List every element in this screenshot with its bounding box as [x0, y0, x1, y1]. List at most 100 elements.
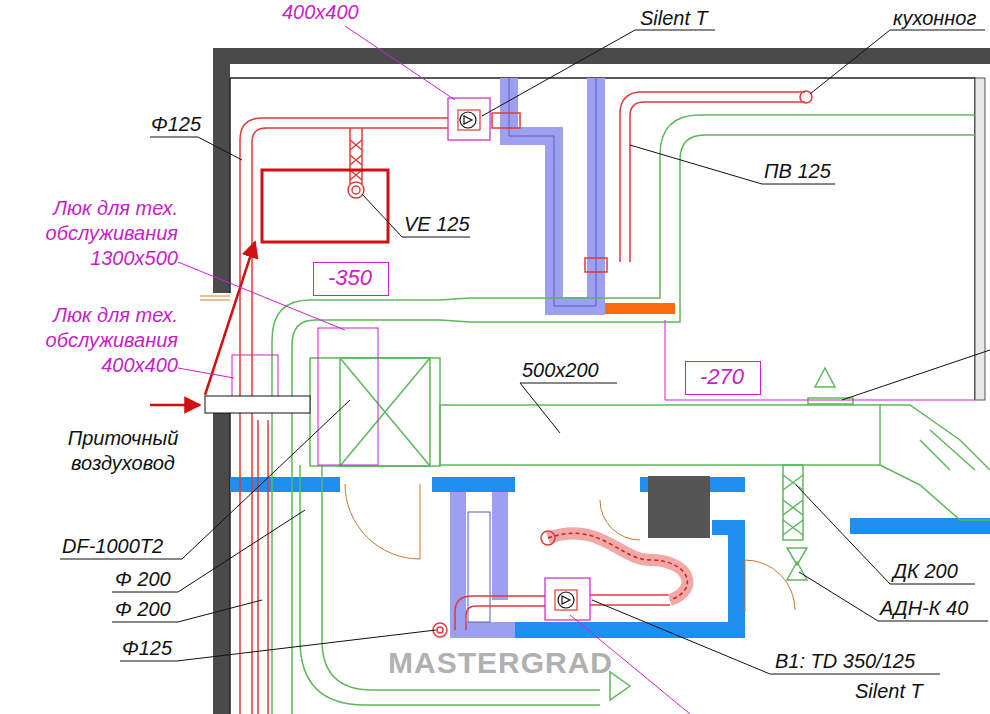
- unit-model: DF-1000T2: [62, 534, 163, 559]
- red-ducts-part: [492, 113, 520, 128]
- walls: [200, 48, 990, 714]
- duct-diameter: Φ125: [151, 112, 201, 137]
- leader-lines-part: [482, 30, 715, 116]
- fan-units-part: [558, 592, 574, 608]
- green-ducts-part: [340, 358, 430, 466]
- green-ducts-part: [920, 430, 975, 470]
- fan-units-part: [464, 116, 472, 124]
- red-ducts-part: [541, 531, 555, 545]
- valve-model: ПВ 125: [764, 159, 831, 184]
- walls-part: [213, 48, 990, 64]
- level-mark-box: -350: [313, 262, 389, 296]
- fan-units-part: [460, 112, 476, 128]
- watermark: MASTERGRAD: [388, 644, 613, 682]
- level-mark: -350: [328, 265, 374, 291]
- red-ducts: [240, 91, 812, 714]
- partitions-part: [728, 520, 745, 638]
- supply-inlet-part: [262, 170, 388, 242]
- doors-part: [745, 560, 795, 612]
- leader-lines-part: [796, 485, 975, 584]
- hatch-note: Люк для тех. обслуживания 400x400: [18, 303, 178, 378]
- fan-model: Silent T: [855, 679, 923, 704]
- diffuser-model: АДН-К 40: [880, 596, 968, 621]
- leader-lines-part: [520, 383, 617, 433]
- magenta-outlines-part: [665, 320, 975, 400]
- supply-inlet-part: [205, 242, 255, 395]
- hatch-leaders-part: [178, 368, 234, 378]
- walls-part: [200, 296, 230, 300]
- partitions-part: [458, 492, 515, 630]
- green-ducts-part: [610, 672, 630, 700]
- fan-model: Silent T: [640, 6, 708, 31]
- duct-diameter: Φ 200: [115, 597, 171, 622]
- partitions-part: [648, 476, 710, 538]
- duct-diameter: Φ125: [122, 636, 172, 661]
- fan-units-part: [555, 590, 577, 610]
- hatch-note: Люк для тех. обслуживания 1300x500: [18, 196, 178, 271]
- green-ducts-part: [272, 115, 975, 714]
- leader-lines-part: [60, 400, 350, 559]
- partitions-part: [515, 622, 745, 638]
- doors: [345, 484, 795, 612]
- fan-units-part: [448, 98, 490, 140]
- green-ducts: [272, 115, 990, 714]
- room-name: кухонног: [893, 6, 976, 31]
- walls-part: [213, 408, 230, 714]
- walls-part: [230, 78, 975, 400]
- doors-part: [345, 484, 420, 559]
- duct-name: Приточный воздуховод: [48, 426, 198, 476]
- partitions-part: [230, 477, 340, 492]
- leader-lines-part: [362, 194, 470, 237]
- valve-model: ДК 200: [893, 559, 958, 584]
- red-ducts-part: [455, 596, 545, 630]
- red-ducts-part: [800, 91, 812, 103]
- red-ducts-part: [258, 420, 268, 714]
- leader-lines-part: [842, 350, 990, 400]
- leader-lines-part: [630, 145, 835, 184]
- fan-units-part: [458, 110, 480, 130]
- green-ducts-part: [880, 405, 990, 520]
- red-ducts-part: [585, 258, 607, 272]
- fan-units-part: [562, 596, 570, 604]
- doors-part: [600, 500, 640, 540]
- green-ducts-part: [440, 405, 880, 465]
- walls-part: [213, 48, 230, 293]
- hatch-size: 400x400: [282, 0, 359, 25]
- red-ducts-part: [352, 186, 360, 194]
- leader-lines-part: [810, 30, 985, 94]
- partitions-part: [509, 78, 596, 306]
- fan-model: В1: TD 350/125: [775, 649, 915, 674]
- supply-inlet: [150, 170, 388, 413]
- red-ducts-part: [348, 182, 364, 198]
- partitions-part: [605, 303, 675, 314]
- partitions: [230, 78, 990, 638]
- partitions-part: [509, 78, 596, 306]
- red-ducts-part: [350, 128, 362, 184]
- green-ducts-part: [292, 135, 975, 714]
- magenta-outlines-part: [318, 328, 378, 465]
- green-ducts-part: [815, 368, 835, 387]
- magenta-outlines-part: [232, 355, 278, 400]
- green-ducts-part: [783, 475, 803, 535]
- red-ducts-part: [240, 118, 448, 714]
- green-ducts-part: [340, 358, 430, 466]
- valve-model: VE 125: [404, 212, 470, 237]
- duct-size: 500x200: [522, 358, 599, 383]
- red-ducts-part: [590, 595, 670, 605]
- duct-diameter: Φ 200: [115, 567, 171, 592]
- red-ducts-part: [437, 627, 443, 633]
- level-mark-box: -270: [685, 361, 761, 395]
- magenta-outlines: [232, 26, 975, 714]
- level-mark: -270: [700, 364, 746, 390]
- leader-lines: [60, 30, 990, 674]
- fan-units-part: [545, 578, 590, 620]
- red-ducts-part: [350, 140, 362, 180]
- leader-lines-part: [150, 137, 242, 160]
- green-ducts-part: [783, 465, 803, 540]
- supply-inlet-part: [150, 404, 200, 407]
- green-ducts-part: [310, 358, 440, 466]
- magenta-outlines-part: [345, 26, 455, 100]
- partitions-part: [432, 477, 515, 492]
- supply-inlet-part: [205, 396, 310, 413]
